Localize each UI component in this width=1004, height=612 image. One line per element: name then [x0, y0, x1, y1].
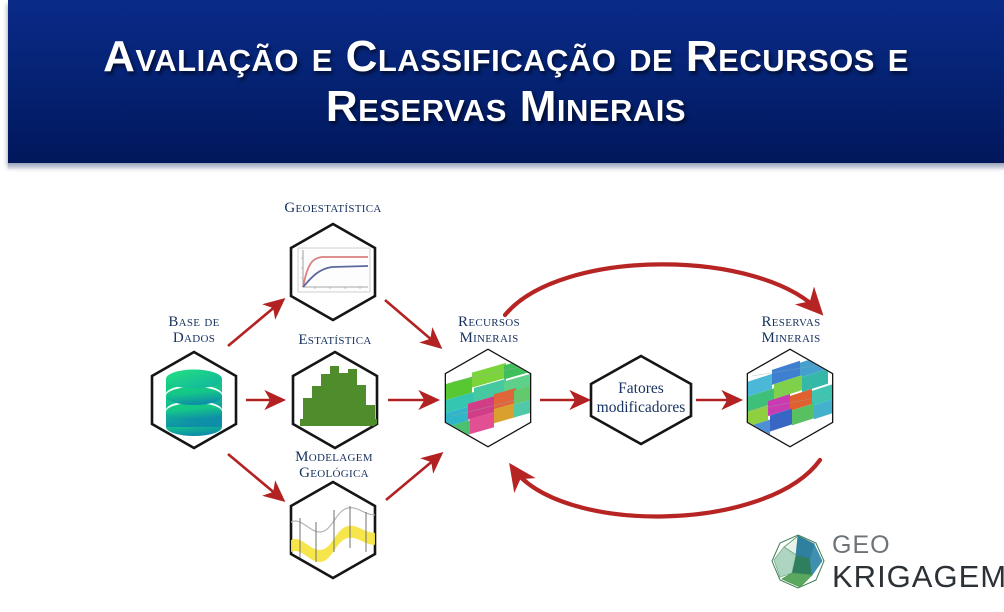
banner-shadow-divider: [8, 163, 1004, 170]
logo-wordmark: GEO KRIGAGEM: [832, 531, 1004, 594]
block-model-icon: [446, 350, 530, 446]
node-fatores-modificadores[interactable]: [589, 354, 693, 446]
hexagon-outline: [589, 354, 693, 446]
connector-arrows: [227, 297, 744, 503]
arc-recursos-to-reservas: [502, 262, 824, 318]
arrow-geoestatistica-to-recursos: [384, 299, 443, 350]
histogram-icon: [300, 366, 377, 426]
faceted-polyhedron-icon: [771, 534, 825, 589]
page-title-line-1: Avaliação e Classificação de Recursos e: [103, 32, 909, 82]
database-cylinder-icon: [166, 368, 222, 436]
node-geoestatistica[interactable]: [289, 222, 377, 322]
geological-section-icon: [291, 506, 375, 562]
logo-geo-text: GEO: [832, 531, 891, 559]
node-recursos-minerais[interactable]: [438, 348, 534, 448]
arrow-modelagem-to-recursos: [385, 451, 444, 501]
logo-krigagem-text: KRIGAGEM: [832, 559, 1004, 594]
arrow-base-to-geoestatistica: [227, 297, 286, 347]
geokrigagem-logo[interactable]: GEO KRIGAGEM: [770, 533, 1004, 595]
node-modelagem-geologica[interactable]: [288, 480, 380, 580]
node-base-de-dados[interactable]: [150, 350, 238, 450]
label-fatores-modificadores: Fatores modificadores: [596, 380, 686, 417]
diagram-graphics: [150, 222, 836, 580]
node-estatistica[interactable]: [291, 350, 379, 450]
page-title-line-2: Reservas Minerais: [325, 81, 687, 131]
title-banner: Avaliação e Classificação de Recursos e …: [8, 0, 1004, 163]
arrow-base-to-modelagem: [227, 453, 286, 503]
node-reservas-minerais[interactable]: [742, 348, 836, 448]
reserve-model-icon: [748, 350, 832, 446]
variogram-chart-icon: [297, 247, 371, 293]
arc-reservas-to-recursos: [509, 457, 823, 519]
